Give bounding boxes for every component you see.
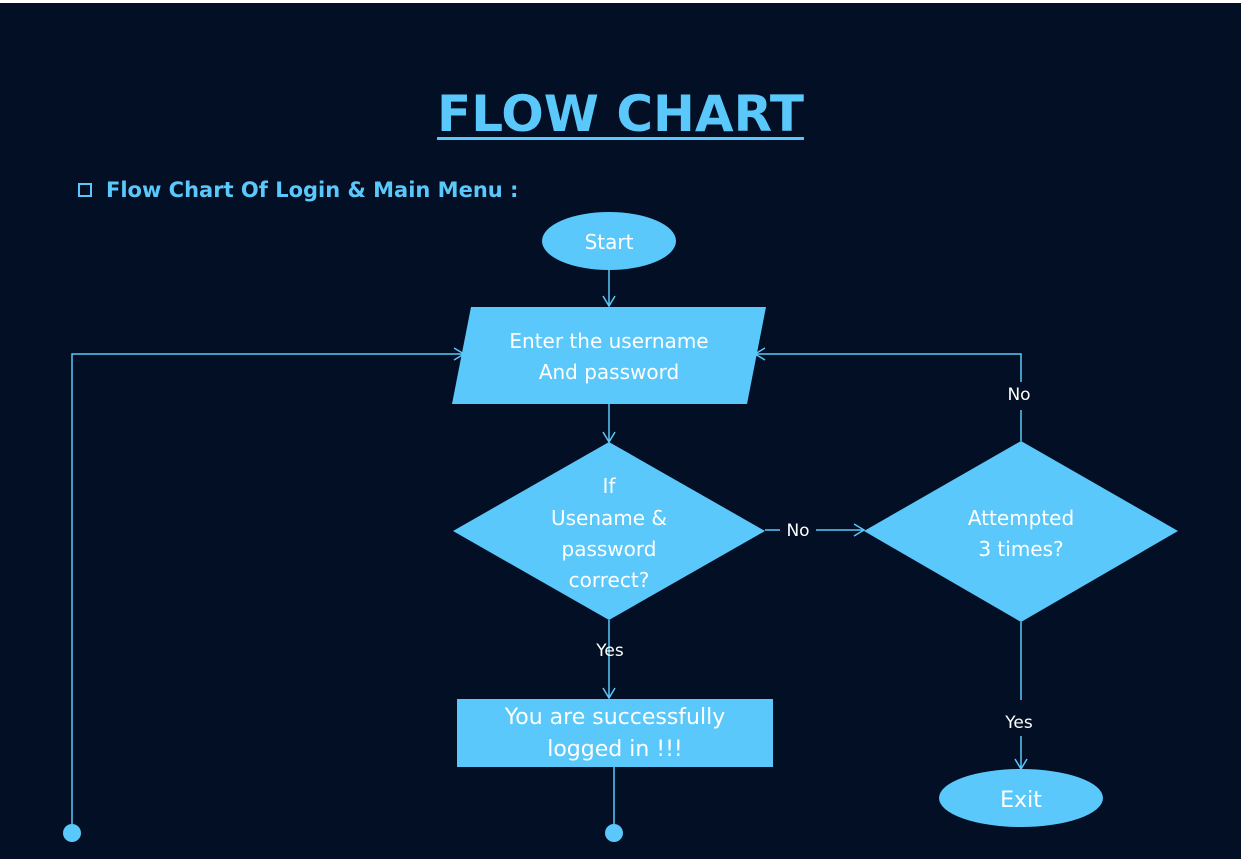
checkbox-bullet-icon bbox=[78, 183, 92, 197]
left-connector-dot bbox=[63, 824, 81, 842]
input-parallelogram bbox=[452, 307, 766, 404]
bottom-connector-dot bbox=[605, 824, 623, 842]
edge-label-no-to-attempts: No bbox=[786, 521, 809, 541]
check-decision bbox=[453, 442, 765, 620]
top-strip bbox=[0, 0, 1241, 3]
connector-attempts-back-to-input bbox=[753, 347, 1022, 382]
edge-label-yes-to-success: Yes bbox=[595, 641, 624, 661]
subtitle-text: Flow Chart Of Login & Main Menu : bbox=[106, 178, 519, 202]
success-label-line-2: logged in !!! bbox=[547, 737, 683, 762]
shape-labels: Start Enter the username And password If… bbox=[504, 230, 1074, 813]
subtitle: Flow Chart Of Login & Main Menu : bbox=[78, 174, 518, 206]
edge-labels: No No Yes Yes bbox=[595, 385, 1033, 733]
input-label-line-1: Enter the username bbox=[509, 329, 708, 353]
attempts-label-line-1: Attempted bbox=[968, 506, 1074, 530]
exit-label: Exit bbox=[1000, 788, 1042, 813]
attempts-label-line-2: 3 times? bbox=[978, 537, 1063, 561]
connector-left-loop bbox=[71, 347, 466, 826]
check-label-line-3: password bbox=[562, 537, 657, 561]
check-label-line-2: Usename & bbox=[551, 506, 667, 530]
edge-label-yes-to-exit: Yes bbox=[1004, 713, 1033, 733]
start-terminal bbox=[542, 212, 676, 270]
connectors bbox=[71, 270, 1028, 826]
success-label-line-1: You are successfully bbox=[504, 705, 725, 730]
success-process bbox=[457, 699, 773, 767]
input-label-line-2: And password bbox=[539, 360, 679, 384]
start-label: Start bbox=[585, 230, 634, 254]
shapes bbox=[63, 212, 1178, 842]
exit-terminal bbox=[939, 769, 1103, 827]
check-label-line-4: correct? bbox=[569, 568, 650, 592]
check-label-line-1: If bbox=[603, 474, 617, 498]
attempts-decision bbox=[864, 441, 1178, 622]
page-title: FLOW CHART bbox=[437, 85, 804, 143]
edge-label-no-back-to-input: No bbox=[1007, 385, 1030, 405]
